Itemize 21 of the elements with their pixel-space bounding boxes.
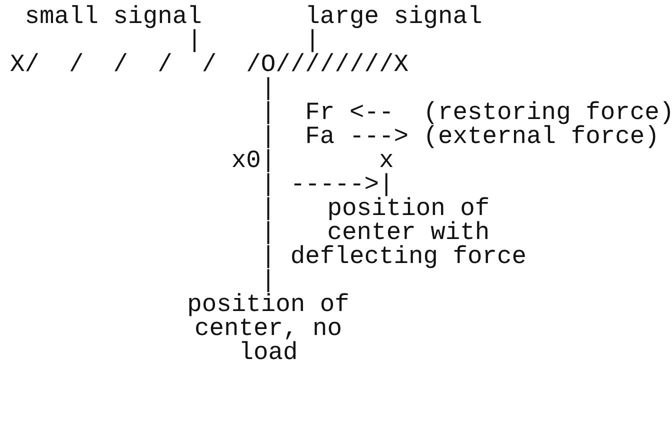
center-line: | (260, 78, 276, 102)
signal-label: small signal (24, 6, 202, 30)
center-line: | (260, 246, 276, 270)
spring-drawing: X/ / / / / /O////////X (10, 54, 408, 78)
center-line: | (260, 102, 276, 126)
leader-line: | (305, 30, 320, 54)
signal-label: large signal (305, 6, 482, 30)
center-line: | (260, 222, 276, 246)
center-line: | (260, 126, 276, 150)
position-note: position of center, no load (187, 294, 350, 366)
position-label: x0 (231, 150, 261, 174)
force-note: Fr <-- (restoring force) (305, 102, 672, 126)
center-line: | (260, 198, 276, 222)
center-line: | (260, 150, 276, 174)
center-line: | (260, 270, 276, 294)
leader-line: | (187, 30, 202, 54)
displacement-arrow: ----->| (290, 174, 394, 198)
position-note: position of center with deflecting force (290, 198, 527, 270)
force-note: Fa ---> (external force) (305, 126, 660, 150)
position-label: x (378, 150, 394, 174)
center-line: | (260, 174, 276, 198)
